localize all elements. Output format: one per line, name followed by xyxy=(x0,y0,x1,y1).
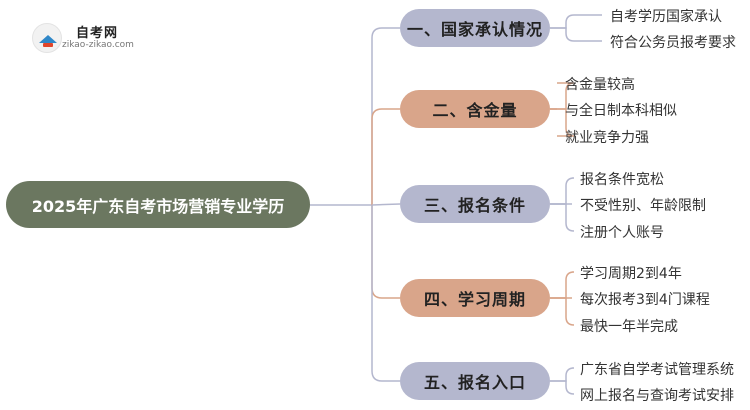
root-label: 2025年广东自考市场营销专业学历 xyxy=(31,196,285,216)
leaf-connector xyxy=(550,380,575,395)
leaf-item: 最快一年半完成 xyxy=(580,319,678,335)
branch-node: 三、报名条件 xyxy=(400,185,550,223)
leaf-item: 符合公务员报考要求 xyxy=(610,35,736,51)
root-node: 2025年广东自考市场营销专业学历 xyxy=(6,181,310,228)
leaf-item: 报名条件宽松 xyxy=(580,172,664,188)
branch-connector xyxy=(371,205,400,299)
leaf-connector xyxy=(550,82,575,110)
leaf-item: 就业竞争力强 xyxy=(565,130,649,146)
logo-title: 自考网 xyxy=(76,26,119,41)
leaf-item: 自考学历国家承认 xyxy=(610,9,722,25)
leaf-item: 学习周期2到4年 xyxy=(580,266,682,282)
site-logo[interactable]: 自考网 zikao-zikao.com xyxy=(32,20,152,56)
leaf-item: 注册个人账号 xyxy=(580,225,664,241)
branch-node: 二、含金量 xyxy=(400,90,550,128)
branch-label: 四、学习周期 xyxy=(423,290,526,309)
branch-connector xyxy=(371,205,400,382)
branch-label: 一、国家承认情况 xyxy=(406,20,543,39)
leaf-item: 每次报考3到4门课程 xyxy=(580,292,710,308)
leaf-connector xyxy=(550,14,602,29)
branch-label: 二、含金量 xyxy=(432,101,518,120)
leaf-connector xyxy=(550,271,575,299)
branch-node: 四、学习周期 xyxy=(400,279,550,317)
branch-node: 一、国家承认情况 xyxy=(400,9,550,47)
branch-node: 五、报名入口 xyxy=(400,362,550,400)
leaf-item: 广东省自学考试管理系统 xyxy=(580,362,734,378)
leaf-connector xyxy=(550,297,575,326)
leaf-connector xyxy=(550,177,575,205)
branch-connector xyxy=(371,27,400,205)
leaf-item: 网上报名与查询考试安排 xyxy=(580,388,734,404)
branch-connector xyxy=(371,203,401,206)
leaf-connector xyxy=(550,367,575,382)
branch-label: 三、报名条件 xyxy=(423,196,526,215)
logo-url: zikao-zikao.com xyxy=(62,40,134,50)
leaf-item: 不受性别、年龄限制 xyxy=(580,198,706,214)
leaf-connector xyxy=(550,27,602,42)
leaf-connector xyxy=(550,203,575,232)
leaf-connector xyxy=(550,108,575,137)
graduation-cap-icon xyxy=(32,23,62,53)
leaf-item: 与全日制本科相似 xyxy=(565,103,677,119)
leaf-item: 含金量较高 xyxy=(565,77,635,93)
branch-connector xyxy=(371,108,400,205)
branch-label: 五、报名入口 xyxy=(423,373,526,392)
